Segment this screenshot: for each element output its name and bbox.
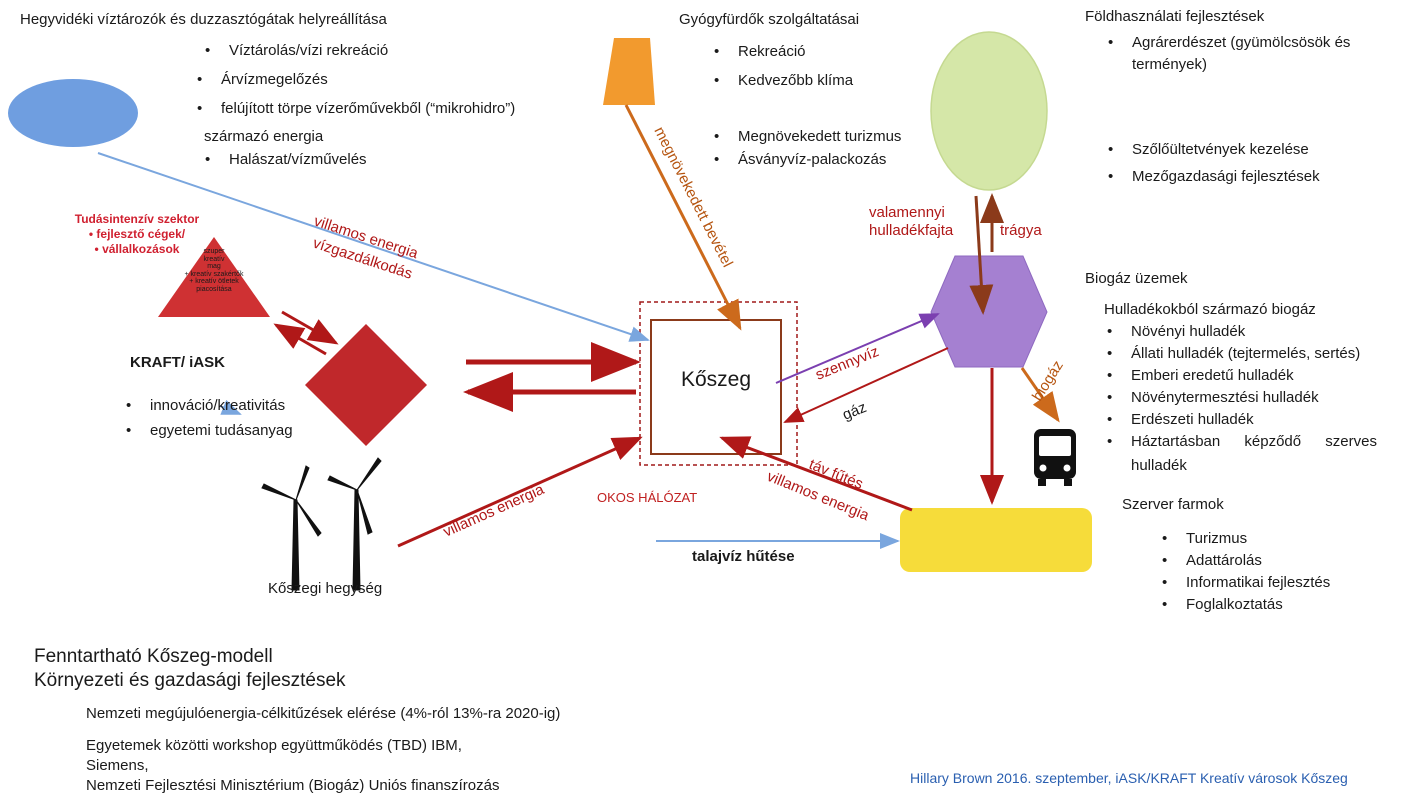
reservoir-ellipse xyxy=(8,79,138,147)
landuse-list-2: Szőlőültetvények kezelése Mezőgazdasági … xyxy=(1108,136,1320,190)
list-item: Megnövekedett turizmus xyxy=(714,125,901,148)
biogas-list: Növényi hulladék Állati hulladék (tejter… xyxy=(1107,321,1377,453)
list-item: Emberi eredetű hulladék xyxy=(1107,365,1377,387)
list-item: Adattárolás xyxy=(1162,550,1330,572)
hydro-last-list: Halászat/vízművelés xyxy=(205,149,366,171)
landuse-title: Földhasználati fejlesztések xyxy=(1085,8,1265,25)
smart-grid-label: OKOS HÁLÓZAT xyxy=(597,490,698,505)
list-item: Növényi hulladék xyxy=(1107,321,1377,343)
biogas-to-bus-arrow xyxy=(1020,367,1060,423)
knowledge-item-text: fejlesztő cégek/ xyxy=(96,227,186,241)
biogas-subtitle: Hulladékokból származó biogáz xyxy=(1104,301,1316,318)
landuse-ellipse xyxy=(930,31,1048,191)
footer-line-3: Siemens, xyxy=(86,757,149,774)
biogas-arrow-label: biogáz xyxy=(1029,358,1067,404)
footer-title-1: Fenntartható Kőszeg-modell xyxy=(34,646,273,667)
bus-icon xyxy=(1034,429,1076,486)
list-item: Víztárolás/vízi rekreáció xyxy=(205,36,523,65)
biogas-last-line: hulladék xyxy=(1131,457,1187,474)
list-item: Mezőgazdasági fejlesztések xyxy=(1108,163,1320,190)
sewage-arrow xyxy=(775,313,940,384)
server-title: Szerver farmok xyxy=(1122,496,1224,513)
biogas-hexagon xyxy=(930,255,1048,368)
list-item: Növénytermesztési hulladék xyxy=(1107,387,1377,409)
diamond-to-triangle-arrow xyxy=(273,323,327,356)
koszeg-box xyxy=(650,319,782,455)
triangle-line: szuper xyxy=(203,248,225,255)
list-item: egyetemi tudásanyag xyxy=(126,418,293,443)
wind-label: Kőszegi hegység xyxy=(268,580,383,597)
list-item: Állati hulladék (tejtermelés, sertés) xyxy=(1107,343,1377,365)
electricity-wind-label: villamos energia xyxy=(441,481,548,541)
list-item: Foglalkoztatás xyxy=(1162,594,1330,616)
list-item: Turizmus xyxy=(1162,528,1330,550)
sewage-label: szennyvíz xyxy=(813,343,881,384)
footer-line-2: Egyetemek közötti workshop együttműködés… xyxy=(86,737,462,754)
list-item: Informatikai fejlesztés xyxy=(1162,572,1330,594)
wind-turbine-icon xyxy=(261,457,382,591)
increased-revenue-label: megnövekedett bevétel xyxy=(650,124,736,270)
koszeg-label: Kőszeg xyxy=(680,368,752,391)
kraft-title: KRAFT/ iASK xyxy=(130,354,225,371)
knowledge-item-text: vállalkozások xyxy=(102,242,180,256)
list-item: Háztartásban képződő szerves xyxy=(1107,431,1377,453)
knowledge-title: Tudásintenzív szektor xyxy=(74,212,200,226)
biogas-title: Biogáz üzemek xyxy=(1085,270,1188,287)
triangle-line: piacosítása xyxy=(196,285,232,293)
triangle-line: + kreatív szakértők xyxy=(184,270,244,278)
gas-arrow xyxy=(783,347,949,423)
list-item: Árvízmegelőzés xyxy=(197,65,515,94)
landuse-list: Agrárerdészet (gyümölcsösök és xyxy=(1108,32,1350,54)
credit-line: Hillary Brown 2016. szeptember, iASK/KRA… xyxy=(910,770,1348,786)
hydro-title: Hegyvidéki víztározók és duzzasztógátak … xyxy=(20,11,387,28)
list-item: Szőlőültetvények kezelése xyxy=(1108,136,1320,163)
triangle-line: kreatív xyxy=(203,255,225,263)
triangle-to-diamond-arrow xyxy=(281,310,339,345)
groundwater-label: talajvíz hűtése xyxy=(692,548,795,565)
list-item: Rekreáció xyxy=(714,37,853,66)
spa-trapezoid xyxy=(603,38,655,105)
waste-down-arrow xyxy=(969,195,994,315)
server-to-koszeg-arrow xyxy=(719,436,913,512)
list-item: innováció/kreativitás xyxy=(126,393,293,418)
reservoir-to-koszeg-arrow xyxy=(97,152,650,342)
waste-all-label-1: valamennyi xyxy=(869,204,945,221)
footer-line-4: Nemzeti Fejlesztési Minisztérium (Biogáz… xyxy=(86,777,500,794)
footer-line-1: Nemzeti megújulóenergia-célkitűzések elé… xyxy=(86,705,561,722)
list-item: Halászat/vízművelés xyxy=(205,149,366,171)
hydro-continuation: származó energia xyxy=(204,128,324,145)
list-item: Ásványvíz-palackozás xyxy=(714,148,901,171)
gas-label: gáz xyxy=(840,399,869,424)
knowledge-label: Tudásintenzív szektor • fejlesztő cégek/… xyxy=(62,212,212,257)
hydro-list: Víztárolás/vízi rekreáció Árvízmegelőzés… xyxy=(197,36,523,123)
knowledge-item: • fejlesztő cégek/ xyxy=(88,227,186,241)
landuse-continuation: termények) xyxy=(1132,56,1208,73)
footer-title-2: Környezeti és gazdasági fejlesztések xyxy=(34,670,346,691)
knowledge-triangle xyxy=(158,237,270,317)
triangle-line: mag xyxy=(207,263,221,270)
list-item: felújított törpe vízerőművekből (“mikroh… xyxy=(197,94,515,123)
knowledge-item: • vállalkozások xyxy=(94,242,180,256)
spa-to-koszeg-arrow xyxy=(624,104,742,331)
list-item: Agrárerdészet (gyümölcsösök és xyxy=(1108,32,1350,54)
spa-title: Gyógyfürdők szolgáltatásai xyxy=(679,11,860,28)
spa-list-2: Megnövekedett turizmus Ásványvíz-palacko… xyxy=(714,125,901,171)
triangle-line: + kreatív ötletek xyxy=(189,278,239,285)
kraft-list: innováció/kreativitás egyetemi tudásanya… xyxy=(126,393,293,443)
server-farm-box xyxy=(900,508,1092,572)
waste-all-label-2: hulladékfajta xyxy=(869,222,954,239)
list-item: Erdészeti hulladék xyxy=(1107,409,1377,431)
spa-list: Rekreáció Kedvezőbb klíma xyxy=(714,37,853,95)
list-item: Kedvezőbb klíma xyxy=(714,66,853,95)
kraft-diamond xyxy=(305,324,427,446)
triangle-text: szuper kreatív mag + kreatív szakértők +… xyxy=(158,248,270,293)
server-list: Turizmus Adattárolás Informatikai fejles… xyxy=(1162,528,1330,616)
manure-label: trágya xyxy=(1000,222,1042,239)
wind-to-koszeg-arrow xyxy=(397,436,643,548)
